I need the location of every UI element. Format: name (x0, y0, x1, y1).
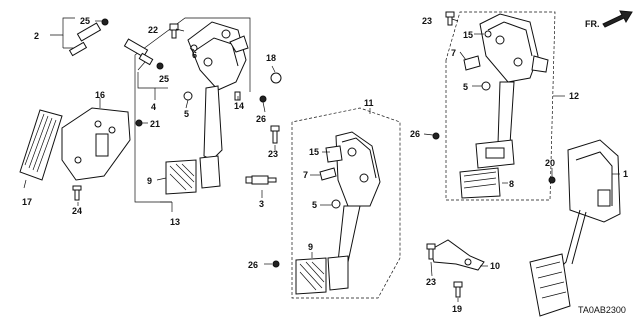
callout-23b: 23 (422, 16, 432, 26)
callout-13: 13 (170, 217, 180, 227)
callout-17: 17 (22, 197, 32, 207)
bracket-10 (429, 239, 485, 271)
group-box-13 (134, 17, 251, 203)
group-box-11 (291, 107, 401, 299)
nut-26c (272, 260, 280, 268)
spring-7a (319, 167, 337, 181)
cushion-5b (331, 199, 341, 209)
nut-26b (432, 132, 440, 140)
nut-21 (135, 119, 143, 127)
pedal-assembly-right (479, 13, 549, 145)
bolt-23c (426, 243, 436, 260)
bracket-plate-16 (61, 107, 131, 181)
clutch-pedal-left (187, 21, 249, 161)
callout-12: 12 (569, 91, 579, 101)
nut-25a (101, 18, 109, 26)
callout-15a: 15 (309, 147, 319, 157)
leader-lines (23, 18, 620, 302)
pedal-pad-side-b (327, 255, 349, 291)
diagram-code: TA0AB2300 (578, 305, 626, 315)
cushion-5c (481, 81, 491, 91)
bolt-19 (453, 281, 463, 298)
callout-5c: 5 (463, 82, 468, 92)
callout-25a: 25 (80, 16, 90, 26)
callout-14: 14 (234, 101, 244, 111)
callout-4: 4 (151, 102, 156, 112)
callout-24: 24 (72, 206, 82, 216)
bolt-22 (169, 23, 179, 39)
callout-7a: 7 (303, 170, 308, 180)
pin-14 (234, 91, 241, 101)
cushion-18 (270, 72, 282, 84)
group-box-12 (445, 11, 556, 201)
switch-4 (123, 38, 154, 66)
callout-labels: 25 2 22 25 4 6 5 18 14 26 23 3 16 21 17 … (22, 16, 628, 314)
pedal-pad-stop (475, 139, 515, 169)
bolt-24 (72, 185, 82, 201)
nut-25b (156, 62, 164, 70)
pedal-pad-9b (295, 257, 327, 295)
accelerator-pad-17 (19, 109, 63, 181)
cushion-5a (183, 91, 193, 101)
callout-26c: 26 (248, 260, 258, 270)
callout-10: 10 (490, 261, 500, 271)
pedal-pad-8 (459, 167, 501, 199)
callout-16: 16 (95, 90, 105, 100)
brake-pedal-middle (325, 131, 381, 263)
callout-23c: 23 (426, 277, 436, 287)
callout-11: 11 (364, 98, 374, 108)
callout-9b: 9 (308, 242, 313, 252)
bolt-23a (270, 125, 280, 144)
callout-5b: 5 (312, 200, 317, 210)
callout-25b: 25 (159, 74, 169, 84)
callout-1: 1 (623, 169, 628, 179)
callout-23a: 23 (268, 149, 278, 159)
pedal-pad-9a (165, 159, 197, 195)
callout-20: 20 (545, 158, 555, 168)
callout-15b: 15 (463, 30, 473, 40)
pedal-pad-side (199, 155, 221, 189)
callout-6: 6 (192, 50, 197, 60)
callout-5a: 5 (184, 109, 189, 119)
spring-7b (463, 55, 481, 71)
callout-18: 18 (266, 53, 276, 63)
callout-22: 22 (148, 25, 158, 35)
front-arrow-icon (602, 10, 633, 28)
callout-7b: 7 (451, 48, 456, 58)
front-direction-indicator: FR. (585, 10, 633, 29)
accelerator-pedal-1 (529, 139, 621, 317)
callout-19: 19 (452, 304, 462, 314)
callout-8: 8 (509, 179, 514, 189)
nut-26a (259, 95, 267, 103)
washer-15b (484, 30, 492, 38)
switch-3 (245, 175, 277, 185)
bolt-23b (445, 11, 455, 26)
callout-3: 3 (259, 199, 264, 209)
callout-26a: 26 (256, 114, 266, 124)
callout-2: 2 (34, 31, 39, 41)
callout-9a: 9 (147, 176, 152, 186)
switch-2 (68, 22, 102, 57)
callout-26b: 26 (410, 129, 420, 139)
front-direction-label: FR. (585, 19, 600, 29)
callout-21: 21 (150, 119, 160, 129)
nut-20 (548, 176, 556, 184)
